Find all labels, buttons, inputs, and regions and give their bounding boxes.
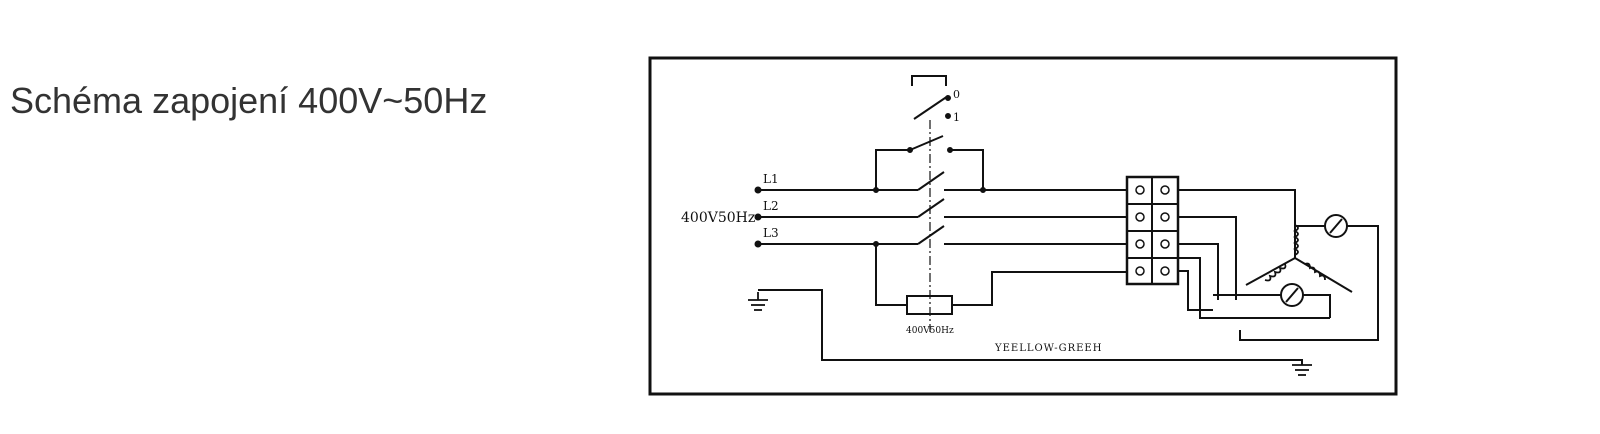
phase-label-l3: L3 [763, 226, 779, 240]
stop-switch [911, 75, 951, 120]
phase-label-l1: L1 [763, 172, 779, 186]
thermal-protector-upper [1239, 214, 1379, 341]
thermal-protector-lower [1213, 283, 1331, 318]
phase-line-l2 [754, 198, 1127, 221]
earth-wire-label: YEELLOW-GREEH [994, 343, 1102, 354]
control-contact [875, 135, 984, 190]
phase-line-l3 [754, 225, 1127, 248]
earth-symbol-left [748, 292, 768, 311]
motor-wiring [1178, 189, 1353, 319]
diagram-frame [648, 56, 1398, 396]
control-coil [875, 244, 1127, 315]
phase-label-l2: L2 [763, 199, 779, 213]
motor-windings [1264, 224, 1326, 282]
page-title: Schéma zapojení 400V~50Hz [10, 80, 488, 121]
earth-symbol-right [1292, 364, 1312, 376]
earth-wire [758, 289, 1303, 365]
switch-position-1: 1 [953, 111, 960, 124]
coil-label: 400V50Hz [906, 326, 954, 336]
phase-line-l1 [754, 171, 1127, 194]
supply-label: 400V50Hz [681, 210, 755, 226]
switch-position-0: 0 [953, 88, 960, 101]
terminal-block [1125, 175, 1180, 286]
